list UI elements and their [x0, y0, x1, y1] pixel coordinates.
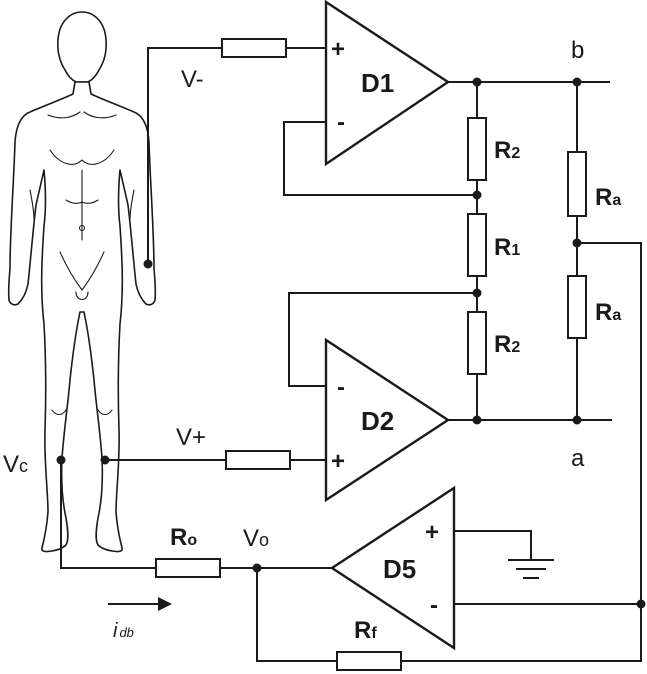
figure-groin	[75, 291, 89, 301]
figure-head	[57, 11, 107, 83]
v-minus-label: V-	[181, 66, 204, 93]
junction-d5-minus	[636, 599, 646, 609]
junction-r2-r1-top	[472, 190, 482, 200]
d1-minus-sign: -	[337, 109, 345, 136]
junction-d2-output	[472, 415, 482, 425]
junction-dots	[56, 77, 646, 609]
d2-plus-sign: +	[331, 448, 345, 475]
resistors	[155, 38, 587, 671]
junction-r1-r2-bottom	[472, 288, 482, 298]
d5-minus-sign: -	[430, 592, 438, 619]
human-body-figure	[7, 11, 157, 553]
d2-label: D2	[361, 406, 394, 436]
wire-vc-lead	[60, 460, 156, 569]
figure-abdomen-lines	[65, 169, 99, 241]
figure-hip-lines	[59, 251, 105, 291]
r1-label: R1	[494, 234, 520, 261]
resistor-v-plus	[225, 450, 291, 470]
vc-label: Vc	[3, 451, 28, 478]
ra-bottom-label: Ra	[595, 299, 621, 326]
figure-navel	[78, 224, 86, 232]
resistor-ra-bottom	[567, 275, 587, 339]
op-amp-d5	[329, 485, 456, 651]
ra-top-label: Ra	[595, 184, 621, 211]
d5-plus-sign: +	[425, 519, 439, 546]
resistor-ro	[155, 558, 221, 578]
junction-a	[572, 415, 582, 425]
figure-chest-lines	[49, 149, 115, 165]
op-amp-d2	[324, 337, 451, 503]
op-amp-d1	[324, 0, 451, 167]
v-plus-label: V+	[176, 424, 206, 451]
ground-icon	[508, 559, 554, 579]
wire-rf-loop	[256, 568, 337, 662]
resistor-r2-bottom	[467, 311, 487, 375]
labels: D1 + - D2 - + D5 + - R2 R1 R2 Ra Ra Ro R…	[3, 36, 621, 644]
electrode-v-plus	[100, 455, 110, 465]
resistor-r1	[467, 213, 487, 277]
resistor-rf	[336, 651, 402, 671]
d1-label: D1	[361, 68, 394, 98]
node-a-label: a	[571, 445, 585, 472]
r2-bottom-label: R2	[494, 331, 520, 358]
ro-label: Ro	[170, 524, 197, 551]
junction-b	[572, 77, 582, 87]
junction-d1-output	[472, 77, 482, 87]
wire-d2-feedback	[288, 292, 477, 387]
electrode-vc	[56, 455, 66, 465]
junction-ra-mid	[572, 238, 582, 248]
figure-silhouette	[7, 81, 157, 553]
rf-label: Rf	[354, 617, 377, 644]
vo-label: Vo	[243, 525, 269, 552]
resistor-v-minus	[221, 38, 287, 58]
current-arrow-icon	[108, 597, 172, 611]
figure-collar-lines	[47, 111, 117, 119]
wire-d5-plus-ground	[454, 530, 532, 560]
wire-d1-feedback	[283, 121, 477, 196]
resistor-r2-top	[467, 117, 487, 181]
resistor-ra-top	[567, 151, 587, 217]
node-b-label: b	[571, 37, 584, 64]
figure-knee-lines	[51, 409, 113, 416]
d1-plus-sign: +	[331, 36, 345, 63]
wire-common-mode	[401, 242, 642, 662]
figure-arm-lines	[29, 189, 135, 221]
electrode-v-minus	[143, 259, 153, 269]
d2-minus-sign: -	[337, 374, 345, 401]
r2-top-label: R2	[494, 137, 520, 164]
junction-vo	[252, 563, 262, 573]
d5-label: D5	[383, 554, 416, 584]
wire-v-minus-lead	[147, 47, 222, 264]
